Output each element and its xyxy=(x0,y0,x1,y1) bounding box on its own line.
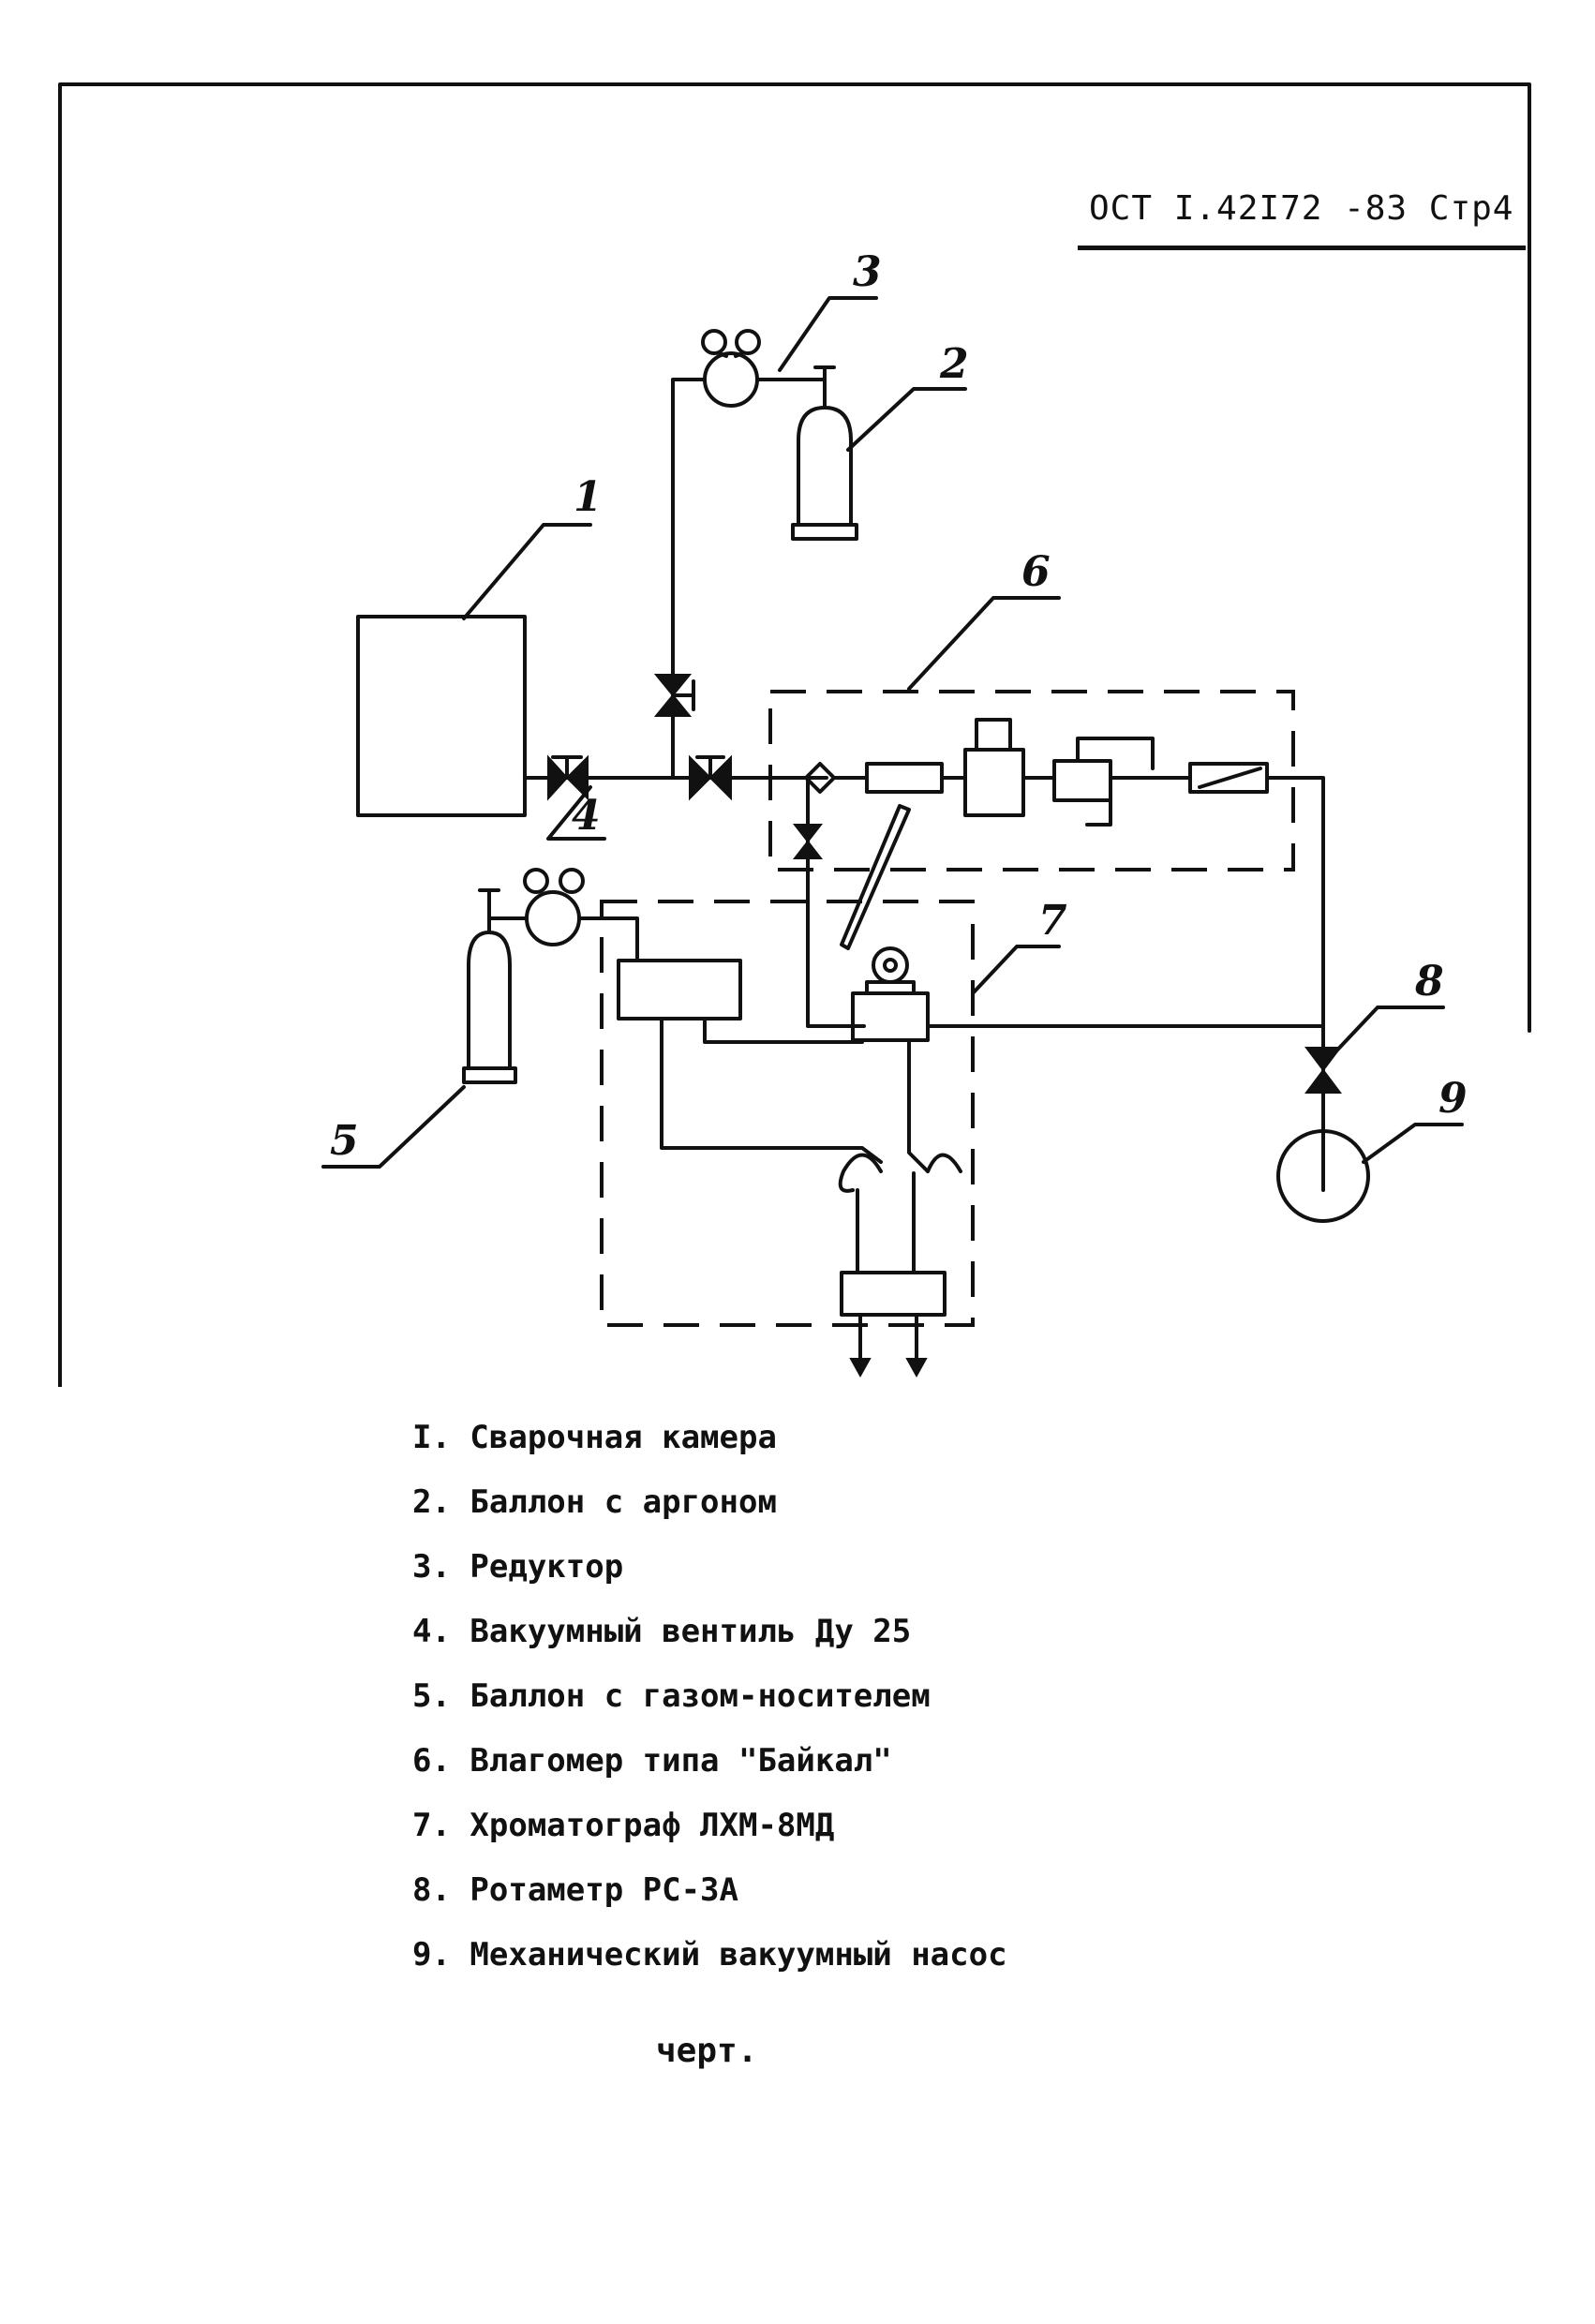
sample-line xyxy=(806,776,866,1028)
legend-item-3: 3. Редуктор xyxy=(412,1548,624,1586)
argon-line xyxy=(671,378,705,780)
chromatograph-internals xyxy=(617,946,962,1378)
vacuum-pump xyxy=(1276,1129,1370,1223)
label-6: 6 xyxy=(1021,548,1051,596)
slanted-connector xyxy=(840,804,911,950)
label-leaders xyxy=(321,296,1464,1169)
regulator-top xyxy=(701,329,836,410)
welding-chamber xyxy=(356,615,527,817)
legend-list: I. Сварочная камера 2. Баллон с аргоном … xyxy=(412,1406,1007,1988)
meter-inlet-valve xyxy=(689,754,732,801)
legend-item-7: 7. Хроматограф ЛХМ-8МД xyxy=(412,1807,835,1844)
argon-cylinder xyxy=(791,406,858,541)
legend-item-4: 4. Вакуумный вентиль Ду 25 xyxy=(412,1613,912,1650)
document-code: ОСТ I.42I72 -83 Стр4 xyxy=(1089,189,1514,228)
carrier-gas-cylinder xyxy=(462,931,517,1084)
label-3: 3 xyxy=(853,248,882,296)
label-8: 8 xyxy=(1414,958,1444,1006)
legend-item-9: 9. Механический вакуумный насос xyxy=(412,1936,1007,1974)
legend-item-2: 2. Баллон с аргоном xyxy=(412,1483,777,1521)
moisture-meter-box xyxy=(768,690,1295,872)
moisture-meter-internals xyxy=(804,718,1325,1028)
pump-line xyxy=(926,1024,1325,1192)
vacuum-valve xyxy=(547,754,589,801)
chromatograph-box xyxy=(600,900,975,1327)
legend-item-6: 6. Влагомер типа "Байкал" xyxy=(412,1742,892,1780)
label-1: 1 xyxy=(574,473,603,521)
label-5: 5 xyxy=(330,1117,359,1165)
gas-scheme-diagram: 1 2 3 4 5 6 7 8 9 xyxy=(58,82,1531,1387)
legend-item-5: 5. Баллон с газом-носителем xyxy=(412,1677,931,1715)
argon-valve xyxy=(653,674,695,717)
legend-item-8: 8. Ротаметр РС-3А xyxy=(412,1871,738,1909)
label-7: 7 xyxy=(1038,897,1067,945)
page-frame xyxy=(58,82,1531,1387)
label-9: 9 xyxy=(1438,1075,1468,1123)
label-4: 4 xyxy=(572,792,601,840)
figure-caption: черт. xyxy=(656,2032,758,2070)
carrier-line xyxy=(577,916,639,962)
regulator-carrier xyxy=(523,868,585,946)
label-2: 2 xyxy=(939,340,969,388)
legend-item-1: I. Сварочная камера xyxy=(412,1419,777,1456)
header-underline xyxy=(1078,246,1526,250)
